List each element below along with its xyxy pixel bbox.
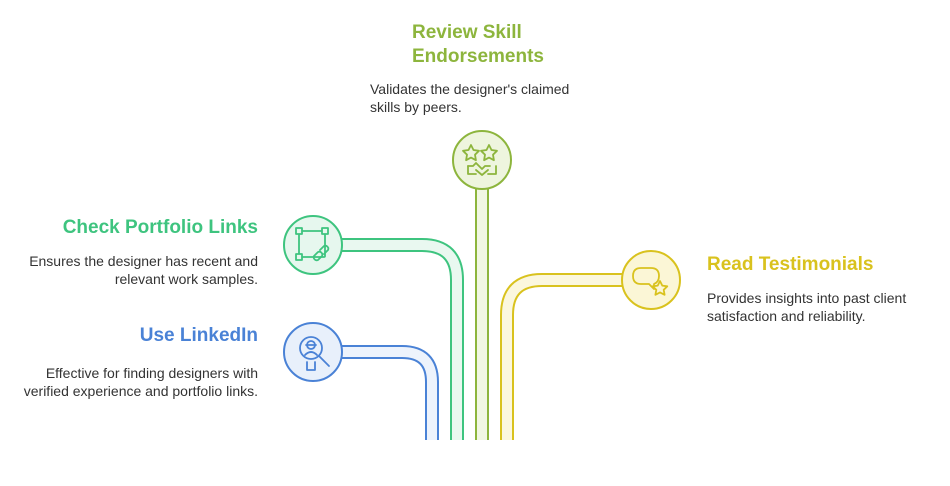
profile-search-icon	[283, 322, 343, 382]
linkedin-title: Use LinkedIn	[139, 325, 258, 346]
review-description: Validates the designer's claimed skills …	[370, 81, 570, 115]
testimonials-description: Provides insights into past client satis…	[707, 290, 907, 324]
portfolio-link-icon	[283, 215, 343, 275]
portfolio-title: Check Portfolio Links	[62, 217, 258, 238]
portfolio-description: Ensures the designer has recent and rele…	[29, 253, 258, 287]
linkedin-connector	[342, 345, 439, 440]
portfolio-connector	[342, 238, 464, 440]
testimonial-chat-icon	[621, 250, 681, 310]
star-rating-icon	[452, 130, 512, 190]
testimonials-title: Read Testimonials	[707, 254, 874, 275]
testimonials-connector	[500, 273, 622, 440]
linkedin-description: Effective for finding designers with ver…	[23, 365, 258, 399]
review-title: Review Skill Endorsements	[412, 22, 544, 67]
